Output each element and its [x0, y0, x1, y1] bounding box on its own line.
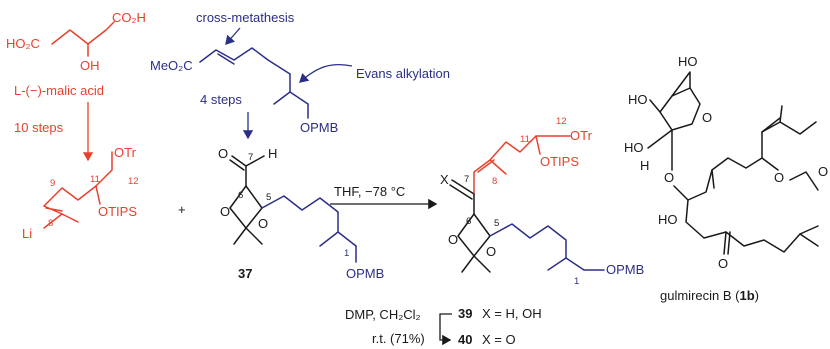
- product-c8-number: 8: [492, 176, 497, 187]
- product-otips-label: OTIPS: [540, 154, 579, 169]
- product-otr-label: OTr: [570, 128, 593, 143]
- aldehyde-opmb-label: OPMB: [346, 266, 384, 281]
- product-39-40: X 7 8 11 12 OTIPS OTr 6 O O 5 1 OPMB: [440, 116, 644, 287]
- aldehyde-o-label: O: [218, 146, 228, 161]
- reaction-conditions: THF, −78 °C: [334, 184, 405, 199]
- product-c12-number: 12: [556, 116, 567, 127]
- evans-label: Evans alkylation: [356, 66, 450, 81]
- oxidation-reagent: DMP, CH₂Cl₂: [345, 307, 421, 322]
- compound-39-label: 39: [458, 306, 472, 321]
- blue-steps-label: 4 steps: [200, 92, 242, 107]
- malic-steps-label: 10 steps: [14, 120, 64, 135]
- fragment-c11-number: 11: [90, 174, 100, 185]
- aldehyde-c6-number: 6: [238, 190, 243, 201]
- gulmirecin-compound-label: 1b: [739, 288, 754, 303]
- cross-metathesis-label: cross-metathesis: [196, 10, 295, 25]
- aldehyde-ring-o2: O: [258, 216, 268, 231]
- compound-40-desc: X = O: [482, 332, 516, 347]
- product-c5-number: 5: [494, 218, 499, 229]
- compound-39-desc: X = H, OH: [482, 306, 542, 321]
- plus-sign: +: [178, 202, 186, 217]
- blue-precursor: cross-metathesis MeO₂C OPMB Evans alkyla…: [150, 10, 450, 135]
- product-ring-o2: O: [486, 244, 496, 259]
- product-x-label: X: [440, 172, 449, 187]
- evans-arrow: [299, 63, 353, 83]
- gulmirecin-o-carbonyl: O: [818, 164, 828, 179]
- gulmirecin-b-structure: HO O HO HO H O O O HO O: [624, 54, 828, 271]
- aldehyde-ring-o1: O: [220, 204, 230, 219]
- meo2c-label: MeO₂C: [150, 58, 193, 73]
- gulmirecin-ho-bottom: HO: [658, 212, 678, 227]
- oxidation-conditions: r.t. (71%): [372, 331, 425, 346]
- gulmirecin-o-glyco: O: [664, 170, 674, 185]
- gulmirecin-name: gulmirecin B (1b): [660, 288, 759, 303]
- aldehyde-37: O H 7 6 O O 5 1 OPMB 37: [218, 146, 384, 281]
- fragment-otr-label: OTr: [114, 145, 137, 160]
- product-c1-number: 1: [574, 276, 579, 287]
- product-ring-o1: O: [448, 232, 458, 247]
- compound-37-label: 37: [238, 266, 252, 281]
- aldehyde-c7-number: 7: [248, 152, 253, 163]
- aldehyde-h-label: H: [268, 146, 277, 161]
- fragment-c8-number: 8: [48, 218, 53, 229]
- gulmirecin-ho-top: HO: [678, 54, 698, 69]
- gulmirecin-ring-o: O: [702, 110, 712, 125]
- gulmirecin-h-label: H: [640, 158, 649, 173]
- malic-acid-structure: HO₂C CO₂H OH: [6, 10, 146, 73]
- aldehyde-c5-number: 5: [266, 192, 271, 203]
- gulmirecin-ho-left: HO: [628, 92, 648, 107]
- malic-ho2c-label: HO₂C: [6, 36, 40, 51]
- fragment-c9-number: 9: [50, 178, 55, 189]
- gulmirecin-ho-mid: HO: [624, 140, 644, 155]
- malic-oh-label: OH: [80, 58, 100, 73]
- malic-acid-name: L-(−)-malic acid: [14, 83, 104, 98]
- fragment-otips-label: OTIPS: [98, 204, 137, 219]
- product-opmb-label: OPMB: [606, 262, 644, 277]
- product-c7-number: 7: [464, 174, 469, 185]
- aldehyde-c1-number: 1: [344, 248, 349, 259]
- blue-opmb-label: OPMB: [300, 120, 338, 135]
- compound-40-label: 40: [458, 332, 472, 347]
- vinyllithium-fragment: OTr OTIPS Li 9 11 12 8: [22, 145, 139, 241]
- product-c11-number: 11: [520, 134, 530, 145]
- malic-co2h-label: CO₂H: [112, 10, 146, 25]
- oxidation-arrow: [439, 313, 452, 346]
- cross-metathesis-arrow: [225, 27, 241, 45]
- fragment-li-label: Li: [22, 226, 32, 241]
- gulmirecin-o-lactone: O: [774, 170, 784, 185]
- gulmirecin-o-ketone: O: [718, 256, 728, 271]
- fragment-c12-number: 12: [128, 176, 139, 187]
